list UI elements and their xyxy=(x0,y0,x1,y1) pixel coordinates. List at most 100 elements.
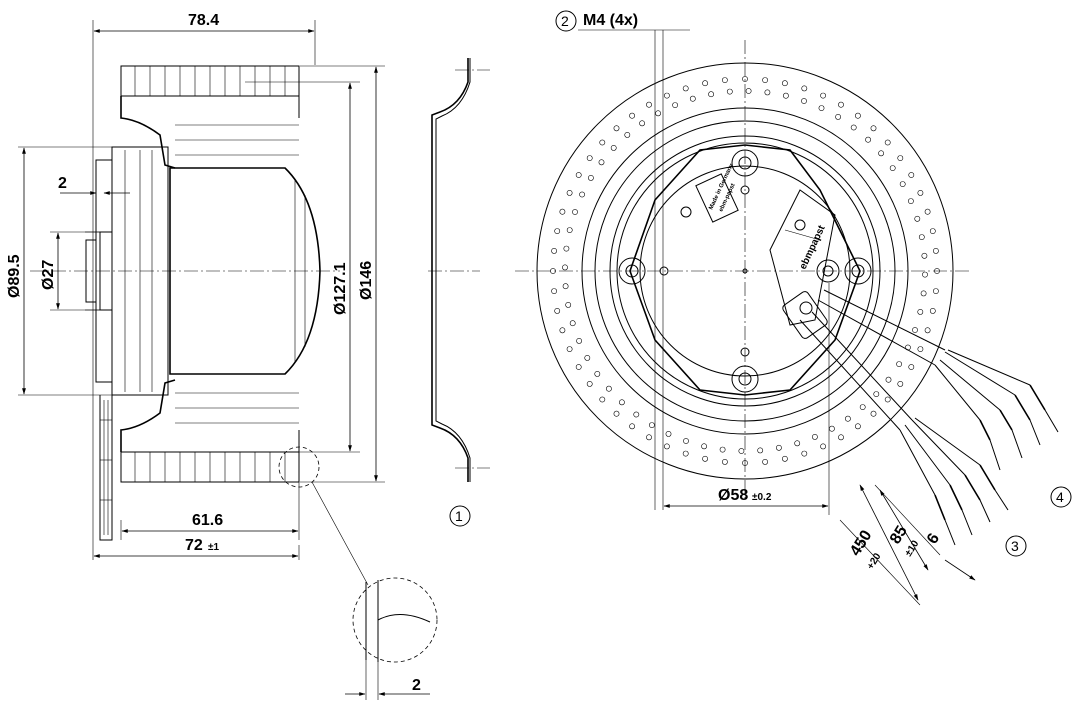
callout-3: 3 xyxy=(1011,538,1019,554)
blade-dot xyxy=(599,139,606,146)
dim-flange-thickness: 2 xyxy=(58,175,67,192)
blade-dot xyxy=(588,174,594,181)
blade-dot xyxy=(838,434,844,441)
blade-dot xyxy=(818,105,825,111)
blade-dot xyxy=(665,430,672,437)
brand-text: ebmpapst xyxy=(798,223,828,271)
blade-dot xyxy=(924,208,931,215)
blade-dot xyxy=(914,215,921,222)
blade-dot xyxy=(859,404,866,410)
blade-dot xyxy=(742,460,748,466)
rating-label: Made in Germany ebm-papst xyxy=(695,162,739,223)
blade-dot xyxy=(873,391,880,397)
blade-dot xyxy=(801,450,808,457)
blade-dot xyxy=(812,433,818,440)
blade-dot xyxy=(829,425,835,432)
blade-dot xyxy=(584,354,591,361)
blade-dot xyxy=(586,155,593,161)
dim-diameter-127-1: Ø127.1 xyxy=(332,262,349,315)
blade-dot xyxy=(912,327,918,333)
blade-dot xyxy=(897,155,904,161)
blade-dot xyxy=(921,252,928,259)
blade-dot xyxy=(722,458,728,465)
dim-depth-72-tol: ±1 xyxy=(208,542,219,553)
blade-dot xyxy=(801,85,808,92)
blade-dot xyxy=(897,380,904,387)
blade-dot xyxy=(701,443,707,450)
blade-dot xyxy=(745,88,752,94)
blade-dot xyxy=(575,172,582,178)
blade-dot xyxy=(606,385,612,392)
blade-dot xyxy=(820,92,826,99)
blade-dot xyxy=(855,112,861,119)
mounting-boss-bottom xyxy=(731,365,759,393)
blade-dot xyxy=(835,114,841,120)
blade-dot xyxy=(933,247,939,254)
blade-dot xyxy=(776,444,782,451)
blade-dot xyxy=(917,189,924,196)
blade-dot xyxy=(757,447,764,454)
blade-dot xyxy=(610,144,617,151)
blade-dot xyxy=(820,443,826,450)
blade-dot xyxy=(664,92,670,99)
blade-dot xyxy=(682,85,689,92)
blade-dot xyxy=(566,346,573,352)
blade-dot xyxy=(566,189,573,196)
blade-dot xyxy=(908,198,914,204)
blade-dot xyxy=(885,376,892,383)
blade-dot xyxy=(845,415,851,422)
blade-dot xyxy=(682,450,689,457)
dim-end-length: 6 xyxy=(924,530,943,547)
blade-dot xyxy=(850,124,857,131)
blade-dot xyxy=(702,455,708,462)
dim-diameter-89-5: Ø89.5 xyxy=(6,254,23,298)
blade-dot xyxy=(649,422,655,428)
blade-dot xyxy=(562,264,568,271)
blade-dot xyxy=(908,364,915,370)
callout-1: 1 xyxy=(455,508,463,524)
blade-dot xyxy=(929,228,936,234)
blade-dot xyxy=(572,209,578,215)
callout-2: 2 xyxy=(561,13,569,29)
blade-dot xyxy=(598,159,605,166)
blade-dot xyxy=(672,102,678,108)
blade-dot xyxy=(629,423,635,430)
dim-depth-61-6: 61.6 xyxy=(192,512,223,529)
blade-dot xyxy=(633,411,640,418)
blade-dot xyxy=(569,320,576,327)
blade-dot xyxy=(554,307,561,314)
blade-dot xyxy=(586,380,593,387)
mounting-boss-top xyxy=(731,149,759,177)
blade-dot xyxy=(870,125,877,132)
blade-dot xyxy=(896,361,902,367)
blade-dot xyxy=(782,80,788,87)
blade-lines-top xyxy=(175,124,299,424)
blade-dot xyxy=(726,88,733,95)
blade-dot xyxy=(865,136,871,143)
blade-dot xyxy=(624,131,631,138)
dim-strip-length-tol: ±10 xyxy=(903,538,921,558)
cable-lower xyxy=(799,311,1009,546)
front-view: Made in Germany ebm-papst ebmpapst xyxy=(515,10,1072,606)
inlet-ring-view: 1 xyxy=(428,58,490,527)
blade-dot xyxy=(708,91,714,98)
blade-dot xyxy=(551,288,557,294)
blade-dot xyxy=(565,301,572,308)
blade-dot xyxy=(566,227,573,233)
dim-overall-depth: 78.4 xyxy=(188,12,219,29)
blade-dot xyxy=(563,245,570,252)
blade-dot xyxy=(764,89,771,96)
blade-dot xyxy=(594,370,601,377)
blade-dot xyxy=(917,308,924,315)
dim-diameter-146: Ø146 xyxy=(358,261,375,300)
blade-dot xyxy=(554,228,561,234)
blade-dot xyxy=(655,110,661,117)
cable-upper xyxy=(817,289,1059,471)
blade-dot xyxy=(838,101,844,108)
impeller-blade-dots xyxy=(550,76,940,466)
blade-dot xyxy=(933,288,939,294)
blade-dot xyxy=(722,77,728,83)
blade-dot xyxy=(742,76,748,82)
blade-dot xyxy=(801,98,807,104)
